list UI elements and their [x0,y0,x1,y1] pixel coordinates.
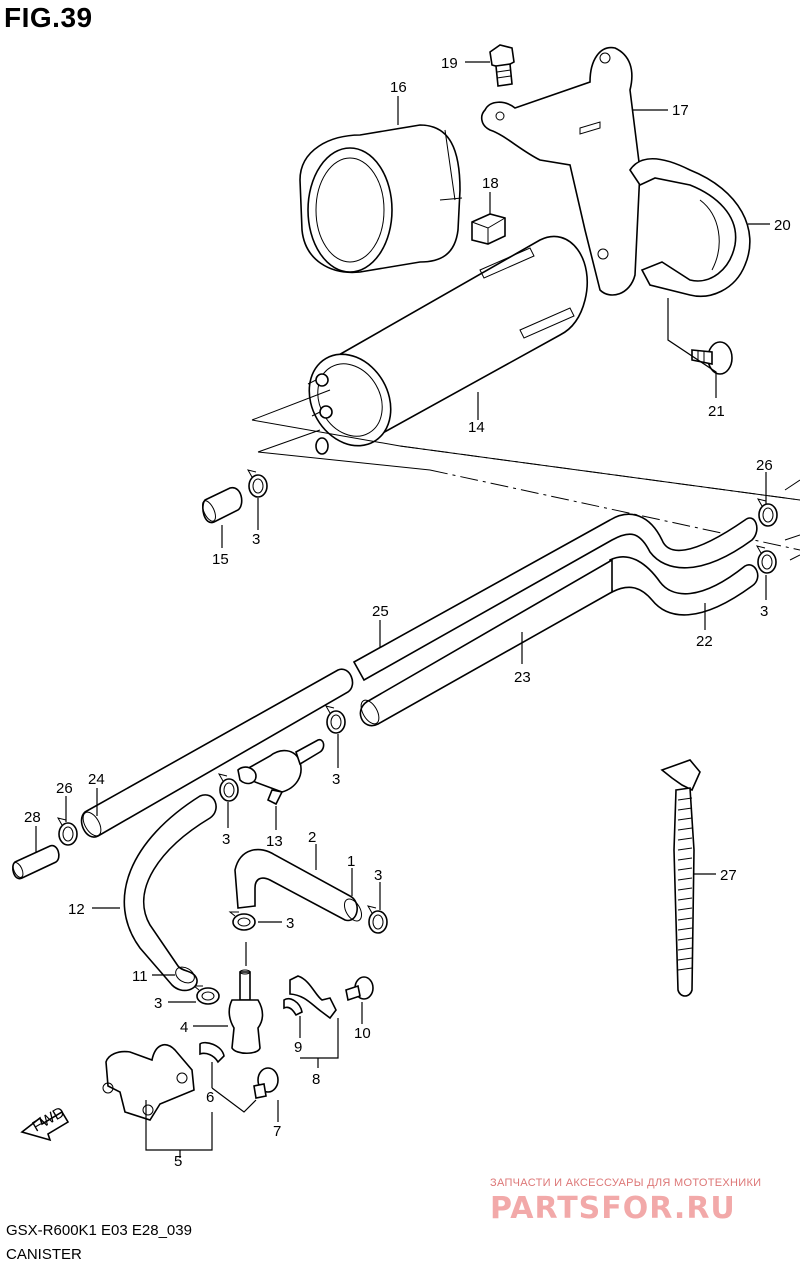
callout-16: 16 [390,79,407,96]
part-16-cap [299,124,463,274]
watermark-brand: PARTSFOR.RU [490,1191,736,1226]
callout-10: 10 [354,1025,371,1042]
clamps [56,469,778,1005]
callout-3-b: 3 [760,603,768,620]
diagram-caption: CANISTER [6,1246,82,1263]
callout-17: 17 [672,102,689,119]
callout-3-c: 3 [332,771,340,788]
callout-14: 14 [468,419,485,436]
part-7-screw [253,1067,279,1099]
callout-28: 28 [24,809,41,826]
callout-8: 8 [312,1071,320,1088]
part-6-clip [199,1041,225,1064]
hose-2 [234,848,363,922]
callout-22: 22 [696,633,713,650]
part-4-fitting [228,969,264,1055]
part-19-bolt [489,44,515,87]
callout-12: 12 [68,901,85,918]
hose-25 [352,513,758,682]
watermark-tagline: ЗАПЧАСТИ И АКСЕССУАРЫ ДЛЯ МОТОТЕХНИКИ [490,1177,762,1189]
callout-3-f: 3 [286,915,294,932]
callout-27: 27 [720,867,737,884]
callout-2: 2 [308,829,316,846]
hose-24 [80,668,354,838]
hose-23 [359,558,613,727]
callout-15: 15 [212,551,229,568]
callout-23: 23 [514,669,531,686]
callout-25: 25 [372,603,389,620]
part-20-strap [629,158,751,297]
figure-title: FIG.39 [4,2,93,33]
hose-12 [123,794,217,992]
diagram-code: GSX-R600K1 E03 E28_039 [6,1222,192,1239]
callout-3-a: 3 [252,531,260,548]
part-5-bracket [102,1044,195,1121]
fwd-arrow-icon: FWD [20,1104,70,1142]
callout-6: 6 [206,1089,214,1106]
callout-9: 9 [294,1039,302,1056]
part-27-cable-tie [660,759,701,997]
part-15-cap [202,487,243,524]
part-10-bolt [345,976,374,1002]
canister-fitting [315,437,329,455]
callout-5: 5 [174,1153,182,1170]
callout-24: 24 [88,771,105,788]
hose-22 [609,555,759,616]
callout-7: 7 [273,1123,281,1140]
callout-3-d: 3 [222,831,230,848]
callout-19: 19 [441,55,458,72]
callout-11: 11 [132,968,148,985]
callout-3-g: 3 [154,995,162,1012]
part-13-valve [237,738,325,806]
callout-3-e: 3 [374,867,382,884]
part-21-screw [691,341,733,375]
callout-21: 21 [708,403,725,420]
callout-4: 4 [180,1019,188,1036]
part-18-rubber [471,213,506,245]
callout-1: 1 [347,853,355,870]
leader-lines [35,61,770,1158]
callout-26-left: 26 [56,780,73,797]
part-17-bracket [480,46,641,296]
part-8-clamp [283,975,337,1020]
callout-13: 13 [266,833,283,850]
part-28-pipe [12,844,60,880]
callout-labels: 19 16 17 18 20 14 21 26 15 3 25 3 22 23 … [24,55,791,1170]
callout-18: 18 [482,175,499,192]
callout-26-top: 26 [756,457,773,474]
callout-20: 20 [774,217,791,234]
part-14-canister [307,235,588,447]
